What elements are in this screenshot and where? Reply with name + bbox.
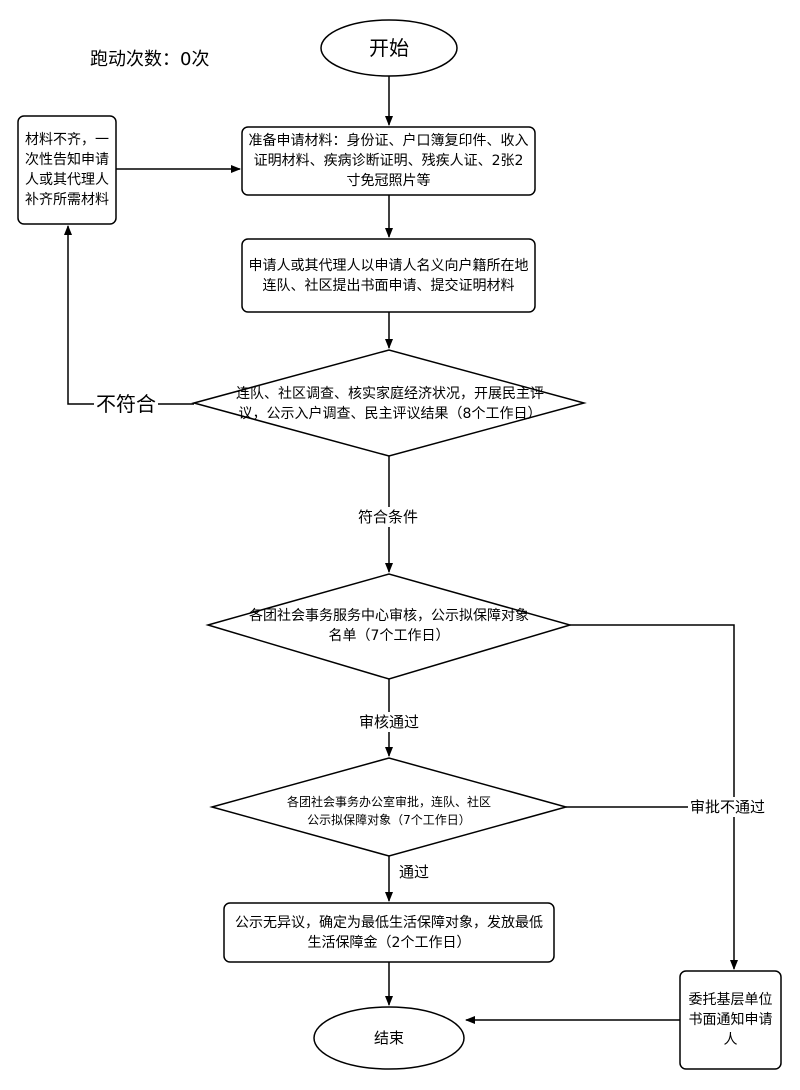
- incomplete-text: 材料不齐，一次性告知申请人或其代理人补齐所需材料: [25, 132, 109, 208]
- edge-center-notify: [570, 624, 738, 970]
- end-label: 结束: [373, 1029, 404, 1047]
- edge-survey-incomplete: [64, 225, 194, 405]
- notify-text: 委托基层单位书面通知申请人: [688, 992, 773, 1048]
- edge-label-pass: 通过: [397, 862, 432, 882]
- survey-text: 连队、社区调查、核实家庭经济状况，开展民主评议，公示入户调查、民主评议结果（8个…: [236, 386, 544, 422]
- survey-diamond: [191, 349, 587, 457]
- edge-label-approve-fail: 审批不通过: [688, 797, 768, 817]
- center-review-text: 各团社会事务服务中心审核，公示拟保障对象名单（7个工作日）: [249, 608, 529, 644]
- publish-text: 公示无异议，确定为最低生活保障对象，发放最低生活保障金（2个工作日）: [235, 914, 543, 951]
- visit-count: 跑动次数：0次: [90, 49, 210, 70]
- apply-text: 申请人或其代理人以申请人名义向户籍所在地连队、社区提出书面申请、提交证明材料: [248, 257, 529, 294]
- office-approve-text: 各团社会事务办公室审批，连队、社区公示拟保障对象（7个工作日）: [286, 795, 491, 827]
- end-terminal: [313, 1006, 465, 1070]
- incomplete-box: [17, 115, 117, 225]
- prepare-text: 准备申请材料：身份证、户口簿复印件、收入证明材料、疾病诊断证明、残疾人证、2张2…: [248, 133, 529, 189]
- edge-label-review-pass: 审核通过: [357, 712, 422, 732]
- edge-label-match: 符合条件: [356, 507, 421, 527]
- start-label: 开始: [369, 36, 409, 60]
- edge-label-not-match: 不符合: [94, 392, 158, 416]
